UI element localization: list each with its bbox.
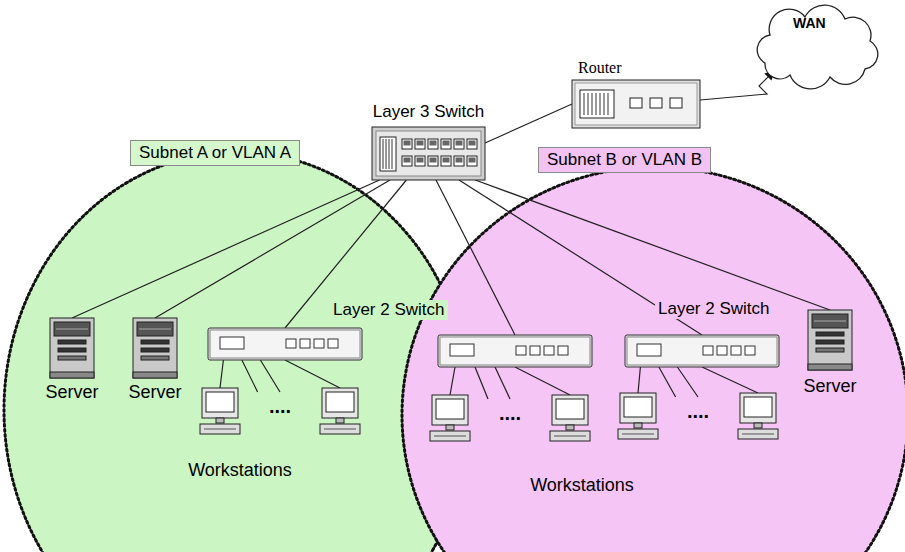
wan-cloud: WAN xyxy=(745,3,882,78)
device-label: Workstations xyxy=(472,475,692,497)
router: Router xyxy=(572,80,700,128)
device-label: Layer 2 Switch xyxy=(655,299,773,319)
server: Server xyxy=(808,310,852,370)
ellipsis-mark: .... xyxy=(480,401,540,425)
workstation-group: ....Workstations xyxy=(430,395,590,451)
subnet-label: Subnet A or VLAN A xyxy=(130,140,300,166)
wan-cloud-shape xyxy=(745,3,882,78)
device-label: Server xyxy=(121,382,189,404)
workstation-group: ....Workstations xyxy=(200,388,360,444)
server: Server xyxy=(133,318,177,378)
layer3-switch-shape xyxy=(372,127,485,180)
layer2-switch: Layer 2 Switch xyxy=(208,328,362,360)
subnet-region: Subnet B or VLAN B....WorkstationsLayer … xyxy=(400,165,905,552)
device-label: Layer 3 Switch xyxy=(352,102,505,122)
device-label: Router xyxy=(578,58,622,77)
device-label: Server xyxy=(38,382,106,404)
layer2-switch-shape xyxy=(625,335,779,367)
server: Server xyxy=(50,318,94,378)
server-shape xyxy=(133,318,177,378)
layer2-switch-shape xyxy=(208,328,362,360)
server-shape xyxy=(50,318,94,378)
device-label: Server xyxy=(796,376,864,398)
subnet-label: Subnet B or VLAN B xyxy=(538,147,711,173)
server-shape xyxy=(808,310,852,370)
layer2-switch: Layer 2 Switch xyxy=(625,335,779,367)
ellipsis-mark: .... xyxy=(668,399,728,423)
layer3-switch: Layer 3 Switch xyxy=(372,127,485,180)
device-label: Layer 2 Switch xyxy=(330,300,448,320)
workstation-group: .... xyxy=(618,393,778,449)
connector-arrow xyxy=(700,70,775,100)
ellipsis-mark: .... xyxy=(250,394,310,418)
router-shape xyxy=(572,80,700,128)
connector-line xyxy=(485,104,572,143)
device-label: Workstations xyxy=(130,460,350,482)
layer2-switch-icon xyxy=(438,335,592,367)
device-label: WAN xyxy=(793,15,826,32)
subnet-region: Subnet A or VLAN AServerServerLayer 2 Sw… xyxy=(2,150,472,552)
